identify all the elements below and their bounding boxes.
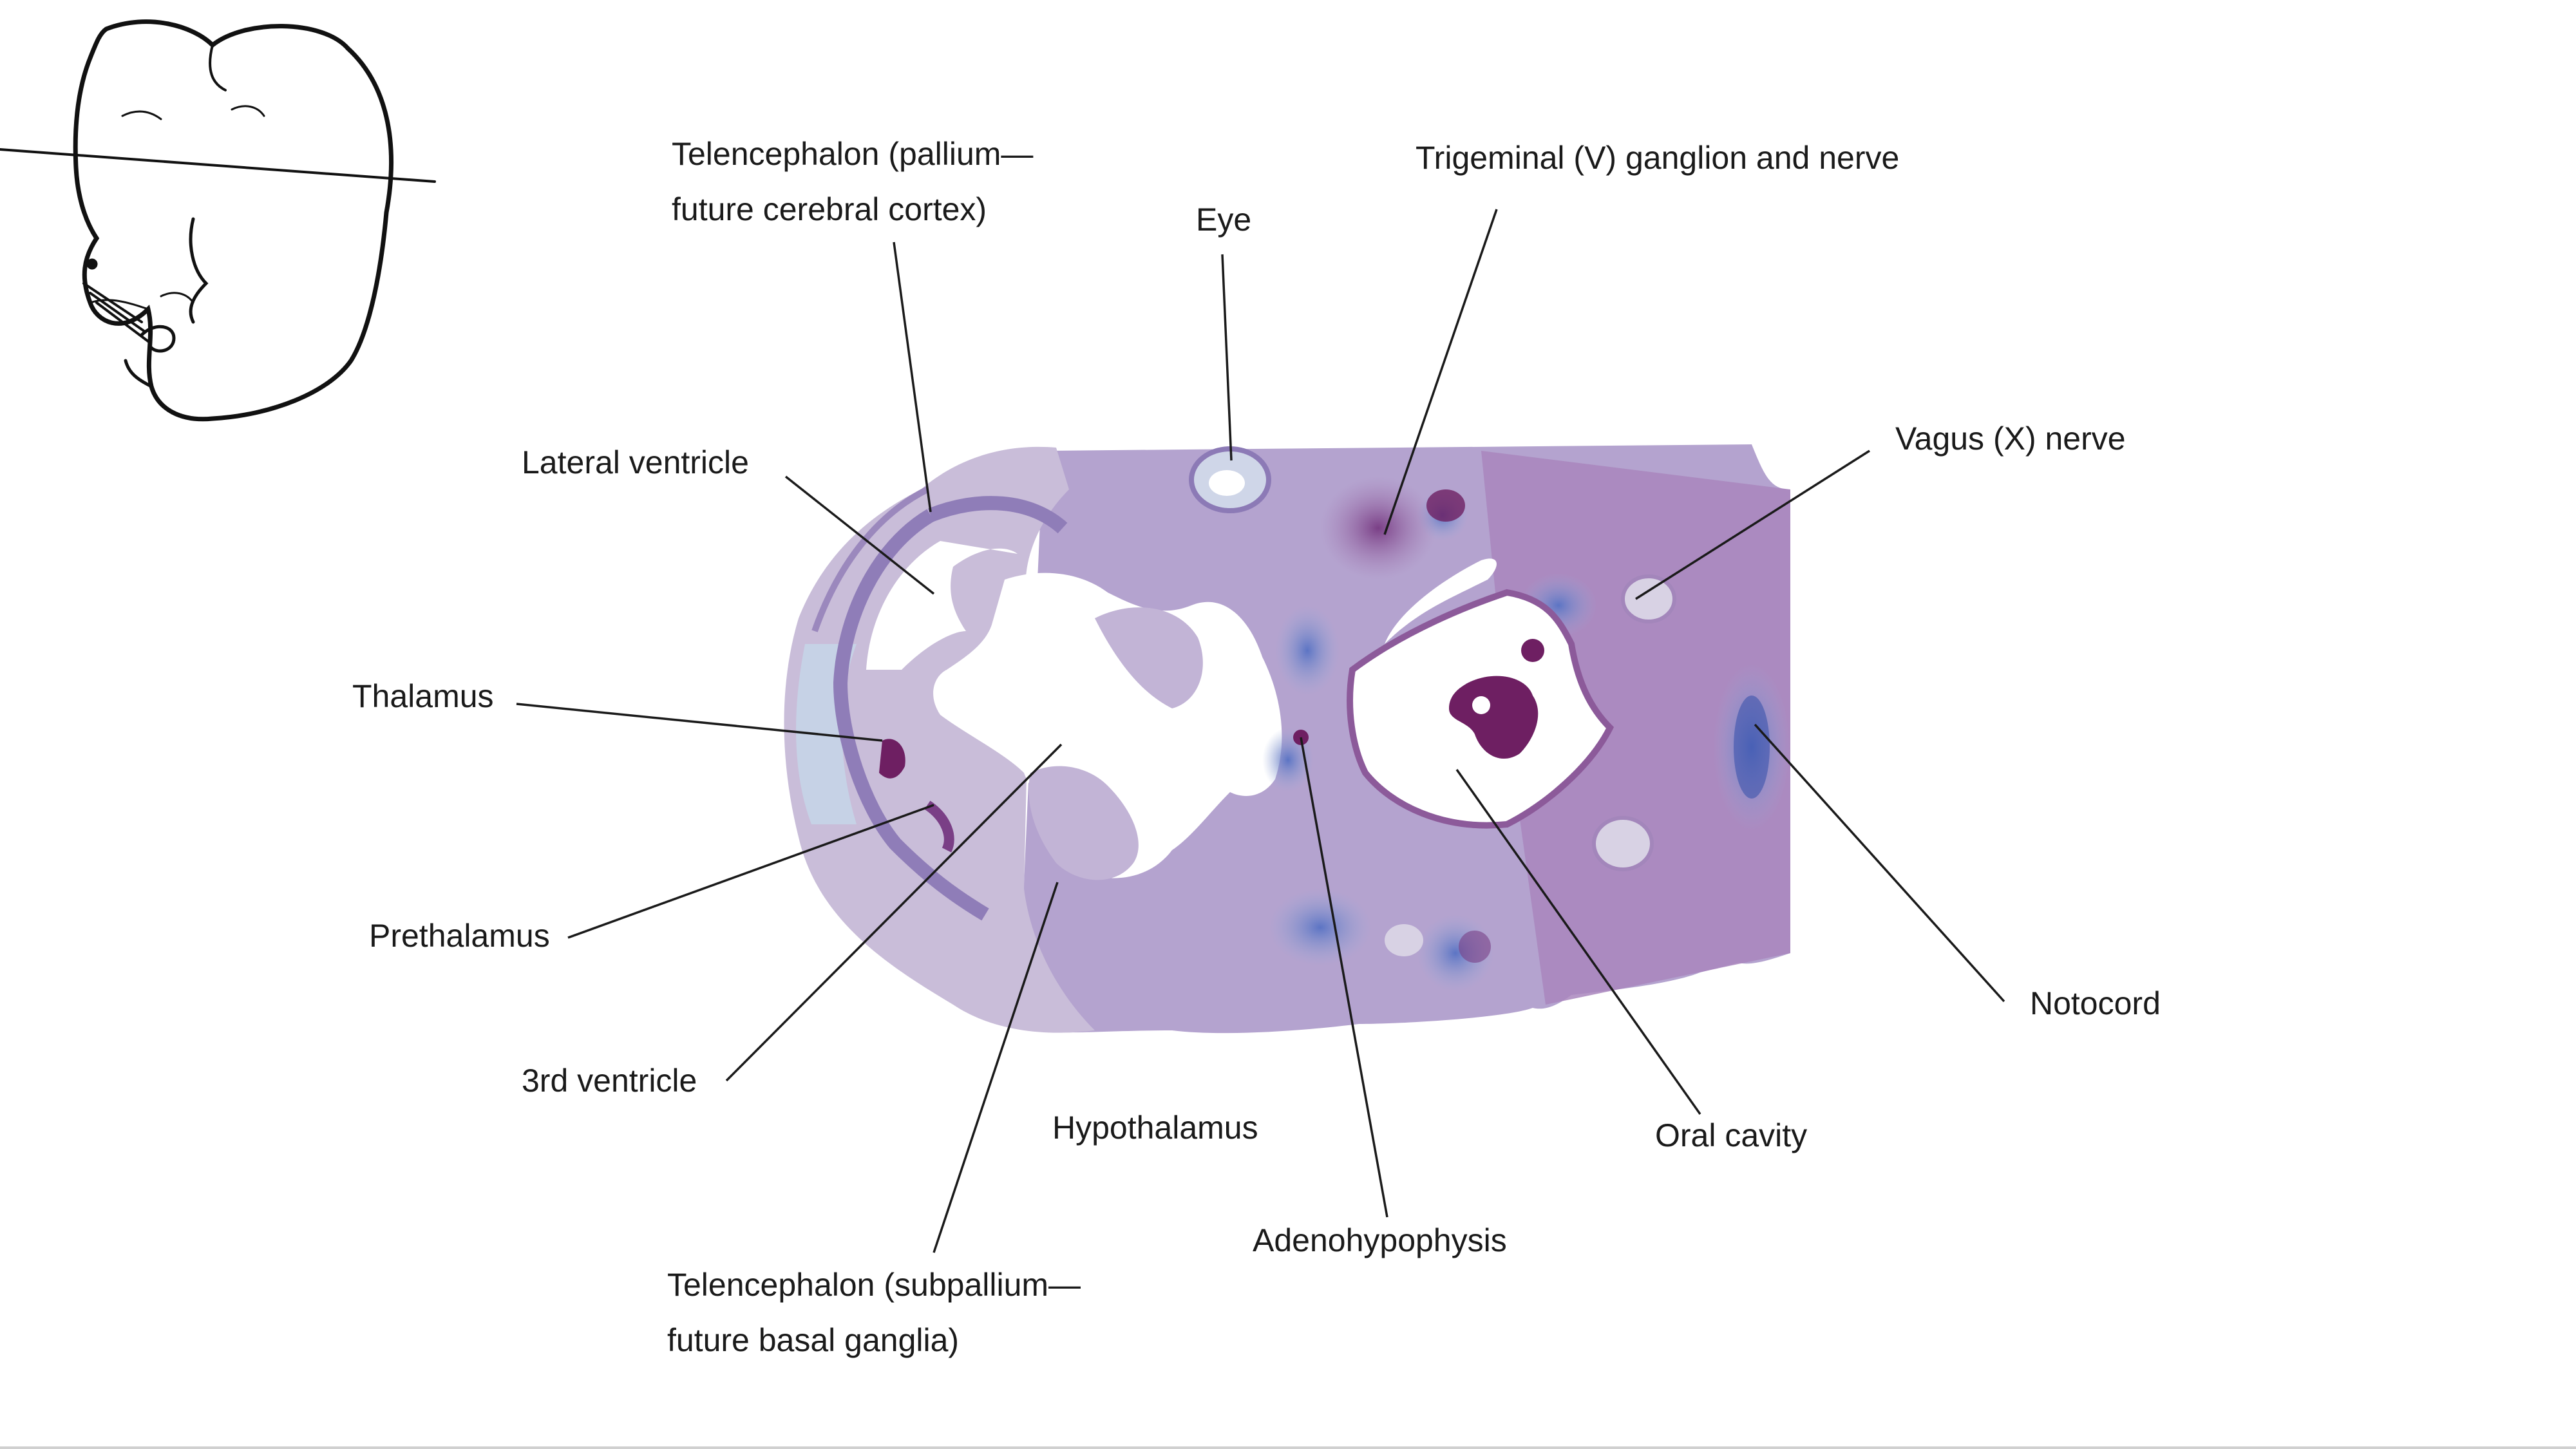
tissue-section [784,444,1791,1033]
label-third-ventricle: 3rd ventricle [522,1053,697,1108]
label-vagus: Vagus (X) nerve [1895,411,2126,466]
leader-telencephalon-pallium [894,242,931,512]
label-eye: Eye [1196,192,1251,247]
label-notochord: Notocord [2030,976,2161,1031]
label-lateral-ventricle: Lateral ventricle [522,435,749,490]
embryo-inset-drawing [0,22,435,419]
label-telencephalon-subpallium-line1: Telencephalon (subpallium— [667,1257,1081,1312]
label-thalamus: Thalamus [352,668,494,724]
label-hypothalamus: Hypothalamus [1052,1100,1258,1155]
label-prethalamus: Prethalamus [369,908,550,963]
label-telencephalon-subpallium: Telencephalon (subpallium— future basal … [667,1257,1081,1368]
label-telencephalon-pallium-line1: Telencephalon (pallium— [672,126,1033,182]
label-trigeminal: Trigeminal (V) ganglion and nerve [1416,130,1899,185]
label-oral-cavity: Oral cavity [1655,1108,1807,1163]
leader-notochord [1755,724,2004,1001]
label-telencephalon-pallium-line2: future cerebral cortex) [672,182,1033,237]
label-telencephalon-subpallium-line2: future basal ganglia) [667,1312,1081,1368]
bottom-border [0,1446,2576,1449]
label-telencephalon-pallium: Telencephalon (pallium— future cerebral … [672,126,1033,237]
label-adenohypophysis: Adenohypophysis [1253,1213,1507,1268]
leader-eye [1222,254,1231,460]
